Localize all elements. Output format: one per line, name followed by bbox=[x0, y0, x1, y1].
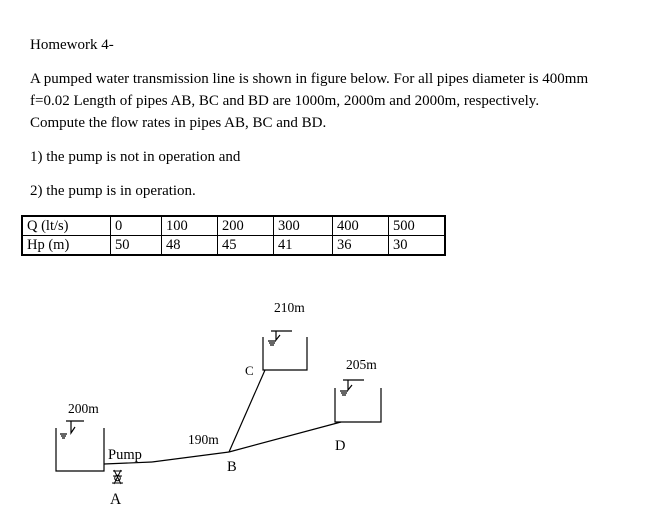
pump-symbol bbox=[112, 469, 123, 485]
case-2-text: 2) the pump is in operation. bbox=[30, 183, 196, 199]
pipe-ab bbox=[103, 451, 230, 465]
q-cell: 100 bbox=[161, 215, 218, 236]
reservoir-c-elevation: 210m bbox=[274, 300, 305, 315]
reservoir-d-elevation: 205m bbox=[346, 357, 377, 372]
pump-label: Pump bbox=[108, 447, 142, 463]
problem-line-1: A pumped water transmission line is show… bbox=[30, 71, 589, 87]
q-header-cell: Q (lt/s) bbox=[21, 215, 111, 236]
label-c: C bbox=[245, 363, 254, 378]
pipe-bd bbox=[228, 421, 342, 453]
label-d: D bbox=[335, 438, 345, 454]
reservoir-d bbox=[334, 379, 382, 423]
hp-cell: 36 bbox=[332, 235, 389, 256]
junction-b-elevation: 190m bbox=[188, 432, 219, 447]
hp-cell: 45 bbox=[217, 235, 274, 256]
hp-cell: 50 bbox=[110, 235, 162, 256]
reservoir-c bbox=[262, 330, 308, 371]
label-b: B bbox=[227, 459, 237, 475]
reservoir-a bbox=[55, 420, 105, 472]
pump-curve-table: Q (lt/s) 0 100 200 300 400 500 Hp (m) 50… bbox=[21, 215, 446, 256]
q-cell: 300 bbox=[273, 215, 333, 236]
problem-line-3: Compute the flow rates in pipes AB, BC a… bbox=[30, 115, 327, 131]
case-1-text: 1) the pump is not in operation and bbox=[30, 149, 241, 165]
table-row-q: Q (lt/s) 0 100 200 300 400 500 bbox=[21, 215, 446, 236]
hp-cell: 41 bbox=[273, 235, 333, 256]
hp-cell: 30 bbox=[388, 235, 446, 256]
label-a: A bbox=[110, 491, 122, 508]
q-cell: 500 bbox=[388, 215, 446, 236]
q-cell: 200 bbox=[217, 215, 274, 236]
hp-header-cell: Hp (m) bbox=[21, 235, 111, 256]
pipe-bc bbox=[228, 369, 266, 453]
reservoir-a-elevation: 200m bbox=[68, 401, 99, 416]
hp-cell: 48 bbox=[161, 235, 218, 256]
problem-line-2: f=0.02 Length of pipes AB, BC and BD are… bbox=[30, 93, 540, 109]
table-row-hp: Hp (m) 50 48 45 41 36 30 bbox=[21, 235, 446, 256]
homework-heading: Homework 4- bbox=[30, 37, 114, 53]
